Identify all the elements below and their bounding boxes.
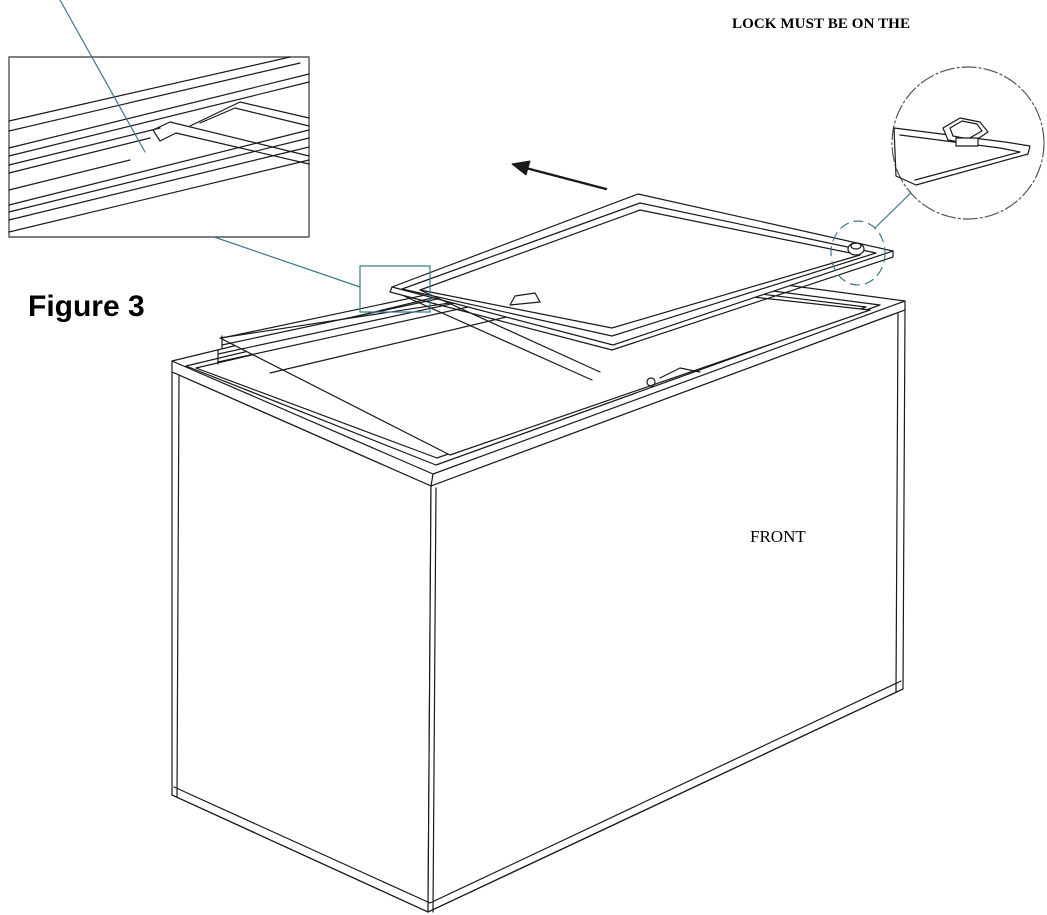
lock-detail-icon — [892, 67, 1044, 219]
figure-title: Figure 3 — [28, 290, 145, 323]
lock-note: LOCK MUST BE ON THE — [732, 16, 911, 32]
rail-callout — [214, 237, 430, 312]
front-label: FRONT — [750, 527, 806, 546]
lock-callout — [831, 180, 924, 285]
arrow-left-up-icon — [512, 161, 606, 189]
rail-detail-inset — [9, 0, 309, 237]
sliding-glass-lid — [390, 194, 893, 380]
lid-handle — [510, 293, 540, 305]
